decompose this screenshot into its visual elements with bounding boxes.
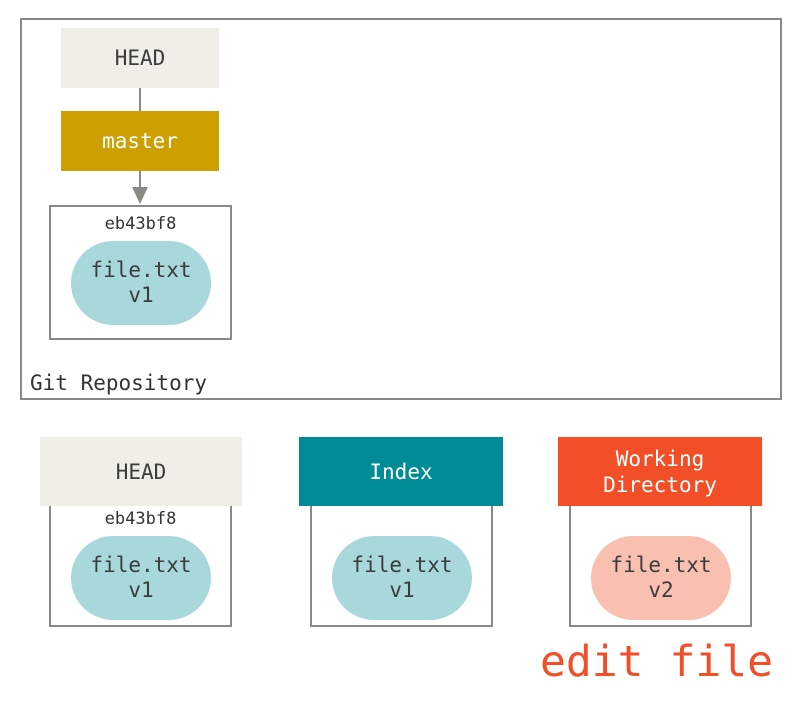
master-branch-box: master: [61, 111, 219, 171]
index-tree-box: file.txt v1: [310, 490, 493, 627]
head-ref-box: HEAD: [61, 28, 219, 88]
branch-to-commit-connector: [139, 171, 141, 189]
head-tree-header-label: HEAD: [115, 459, 167, 484]
head-tree-file-name: file.txt: [90, 553, 192, 577]
index-header-label: Index: [369, 459, 433, 484]
working-directory-tree-box: file.txt v2: [569, 490, 752, 627]
repository-file-blob: file.txt v1: [71, 241, 211, 325]
repository-commit-id: eb43bf8: [104, 214, 177, 234]
repository-file-name: file.txt: [90, 258, 192, 282]
git-repository-box: [20, 18, 782, 400]
repository-file-version: v1: [128, 283, 154, 307]
branch-to-commit-arrowhead: [132, 187, 148, 204]
master-branch-label: master: [102, 129, 178, 153]
index-header: Index: [299, 437, 503, 506]
head-to-branch-connector: [139, 88, 141, 111]
git-repository-label: Git Repository: [30, 371, 208, 395]
working-directory-file-blob: file.txt v2: [591, 536, 731, 620]
head-tree-header: HEAD: [40, 437, 242, 506]
head-ref-label: HEAD: [114, 46, 166, 70]
working-directory-file-name: file.txt: [610, 553, 712, 577]
head-tree-commit-id: eb43bf8: [104, 509, 177, 529]
head-tree-file-version: v1: [128, 578, 154, 602]
head-tree-box: eb43bf8 file.txt v1: [49, 490, 232, 627]
working-directory-file-version: v2: [648, 578, 674, 602]
index-file-blob: file.txt v1: [332, 536, 472, 620]
index-file-version: v1: [389, 578, 415, 602]
working-directory-header-line1: Working: [615, 446, 705, 471]
working-directory-header: Working Directory: [558, 437, 762, 506]
index-file-name: file.txt: [351, 553, 453, 577]
head-tree-file-blob: file.txt v1: [71, 536, 211, 620]
repository-commit-box: eb43bf8 file.txt v1: [49, 205, 232, 340]
working-directory-header-line2: Directory: [603, 472, 717, 497]
edit-file-caption: edit file: [540, 637, 773, 687]
